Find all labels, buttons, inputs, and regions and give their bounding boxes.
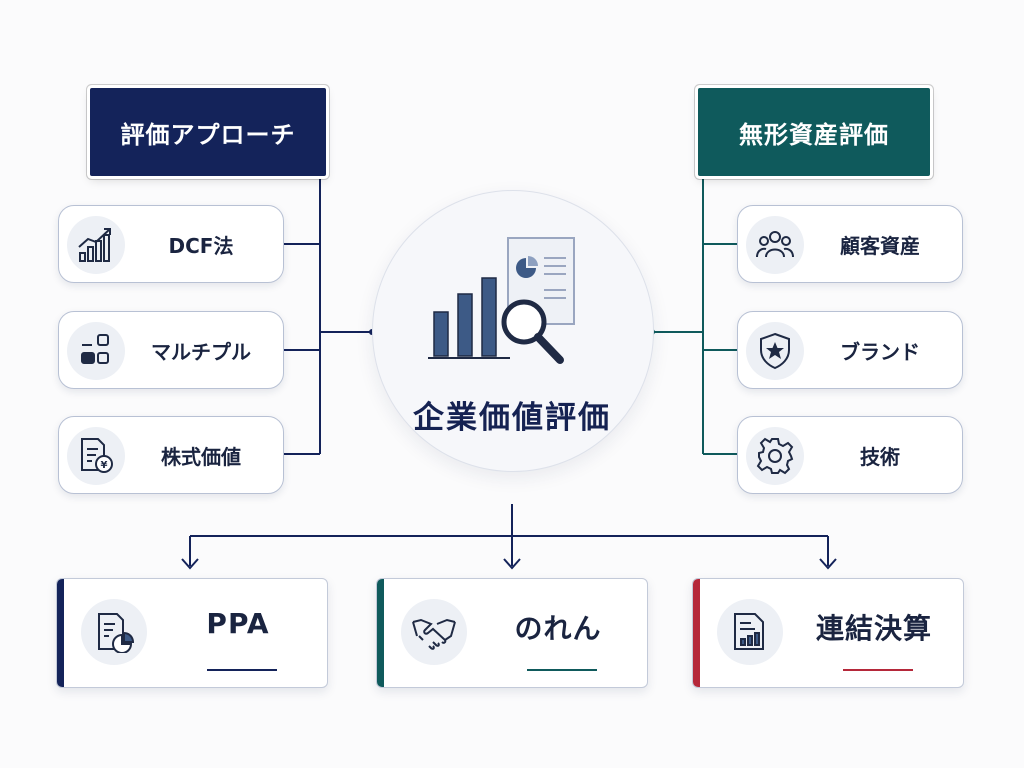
card-goodwill: のれん [376, 578, 648, 688]
card-technology-label: 技術 [860, 444, 900, 469]
card-multiple-label: マルチプル [151, 339, 251, 364]
card-consolidation-label: 連結決算 [815, 612, 932, 645]
bar-chart-magnifier-icon [426, 232, 586, 376]
accent-bar [693, 579, 700, 687]
document-pie-icon [81, 599, 147, 665]
card-brand-label: ブランド [840, 339, 920, 364]
card-ppa: PPA [56, 578, 328, 688]
approach-header-label: 評価アプローチ [120, 120, 296, 149]
enterprise-value-title: 企業価値評価 [413, 400, 611, 436]
underline [527, 669, 597, 671]
card-dcf-label: DCF法 [168, 233, 234, 258]
card-equity-label: 株式価値 [161, 444, 241, 469]
growth-chart-icon [67, 216, 125, 274]
gear-icon [746, 427, 804, 485]
card-multiple: マルチプル [58, 311, 284, 389]
card-dcf: DCF法 [58, 205, 284, 283]
card-brand: ブランド [737, 311, 963, 389]
grid-blocks-icon [67, 322, 125, 380]
accent-bar [377, 579, 384, 687]
people-group-icon [746, 216, 804, 274]
card-customer-label: 顧客資産 [840, 233, 920, 258]
underline [843, 669, 913, 671]
underline [207, 669, 277, 671]
card-technology: 技術 [737, 416, 963, 494]
report-chart-icon [717, 599, 783, 665]
approach-header: 評価アプローチ [90, 88, 326, 176]
star-shield-icon [746, 322, 804, 380]
card-goodwill-label: のれん [514, 612, 602, 645]
card-consolidation: 連結決算 [692, 578, 964, 688]
svg-text:¥: ¥ [101, 460, 108, 471]
accent-bar [57, 579, 64, 687]
intangible-header: 無形資産評価 [698, 88, 930, 176]
intangible-header-label: 無形資産評価 [739, 120, 889, 149]
card-customer: 顧客資産 [737, 205, 963, 283]
card-equity: ¥ 株式価値 [58, 416, 284, 494]
yen-certificate-icon: ¥ [67, 427, 125, 485]
handshake-icon [401, 599, 467, 665]
card-ppa-label: PPA [206, 607, 270, 640]
